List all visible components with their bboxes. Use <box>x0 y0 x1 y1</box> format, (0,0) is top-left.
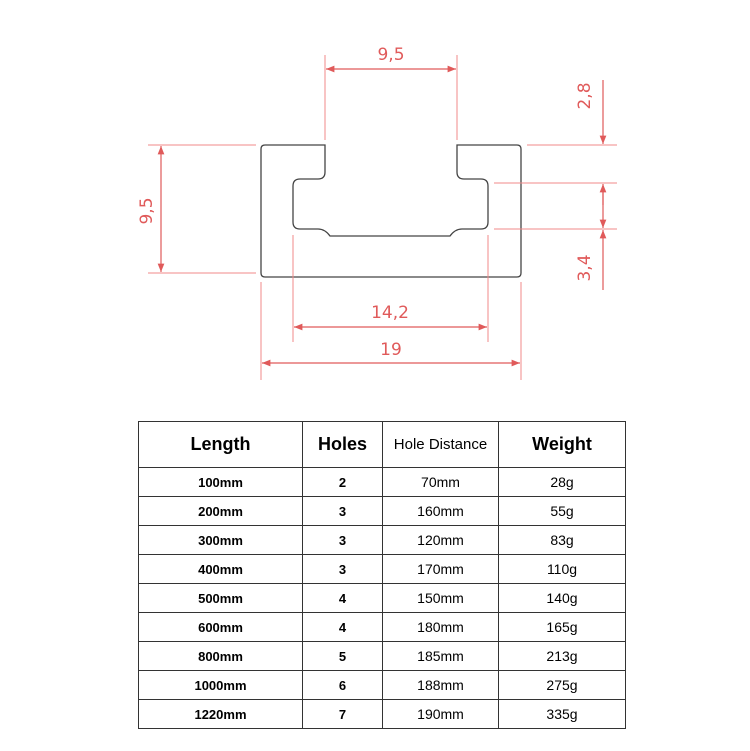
dim-label-total-width: 19 <box>380 340 402 360</box>
cell-holes: 3 <box>302 496 383 526</box>
cell-holes: 4 <box>302 612 383 642</box>
cell-length: 1000mm <box>138 670 303 700</box>
cell-hole-distance: 70mm <box>382 467 499 497</box>
table-row: 600mm 4 180mm 165g <box>138 612 626 642</box>
cell-holes: 4 <box>302 583 383 613</box>
table-row: 400mm 3 170mm 110g <box>138 554 626 584</box>
table-row: 500mm 4 150mm 140g <box>138 583 626 613</box>
header-holes: Holes <box>302 421 383 468</box>
cell-hole-distance: 190mm <box>382 699 499 729</box>
table-row: 300mm 3 120mm 83g <box>138 525 626 555</box>
cell-holes: 3 <box>302 525 383 555</box>
table-row: 1000mm 6 188mm 275g <box>138 670 626 700</box>
table-row: 200mm 3 160mm 55g <box>138 496 626 526</box>
table-row: 100mm 2 70mm 28g <box>138 467 626 497</box>
dim-label-inner-width: 14,2 <box>371 303 409 323</box>
profile-outline <box>260 144 522 278</box>
cell-weight: 165g <box>498 612 626 642</box>
cell-length: 100mm <box>138 467 303 497</box>
cell-weight: 275g <box>498 670 626 700</box>
cell-length: 600mm <box>138 612 303 642</box>
cell-weight: 213g <box>498 641 626 671</box>
dim-label-lip: 2,8 <box>575 82 595 109</box>
dim-label-height: 9,5 <box>137 197 157 224</box>
cell-holes: 6 <box>302 670 383 700</box>
cell-length: 400mm <box>138 554 303 584</box>
cell-weight: 55g <box>498 496 626 526</box>
extension-lines <box>148 55 617 380</box>
cell-length: 300mm <box>138 525 303 555</box>
cell-length: 1220mm <box>138 699 303 729</box>
header-hole-distance: Hole Distance <box>382 421 499 468</box>
cell-weight: 140g <box>498 583 626 613</box>
cell-hole-distance: 188mm <box>382 670 499 700</box>
cell-hole-distance: 120mm <box>382 525 499 555</box>
dim-label-bottom: 3,4 <box>575 254 595 281</box>
cell-weight: 110g <box>498 554 626 584</box>
cell-holes: 5 <box>302 641 383 671</box>
dim-label-top-slot: 9,5 <box>377 45 404 65</box>
cell-hole-distance: 150mm <box>382 583 499 613</box>
header-weight: Weight <box>498 421 626 468</box>
cell-weight: 83g <box>498 525 626 555</box>
t-track-profile-drawing: 9,5 9,5 2,8 3,4 14,2 19 <box>137 45 617 380</box>
cell-hole-distance: 180mm <box>382 612 499 642</box>
table-header-row: Length Holes Hole Distance Weight <box>138 421 626 468</box>
header-length: Length <box>138 421 303 468</box>
cell-hole-distance: 160mm <box>382 496 499 526</box>
cell-length: 500mm <box>138 583 303 613</box>
cell-holes: 2 <box>302 467 383 497</box>
cell-length: 800mm <box>138 641 303 671</box>
cell-length: 200mm <box>138 496 303 526</box>
cell-weight: 335g <box>498 699 626 729</box>
cell-weight: 28g <box>498 467 626 497</box>
spec-table: Length Holes Hole Distance Weight 100mm … <box>138 421 626 729</box>
cell-holes: 7 <box>302 699 383 729</box>
table-row: 800mm 5 185mm 213g <box>138 641 626 671</box>
cell-hole-distance: 185mm <box>382 641 499 671</box>
cell-holes: 3 <box>302 554 383 584</box>
cell-hole-distance: 170mm <box>382 554 499 584</box>
table-row: 1220mm 7 190mm 335g <box>138 699 626 729</box>
